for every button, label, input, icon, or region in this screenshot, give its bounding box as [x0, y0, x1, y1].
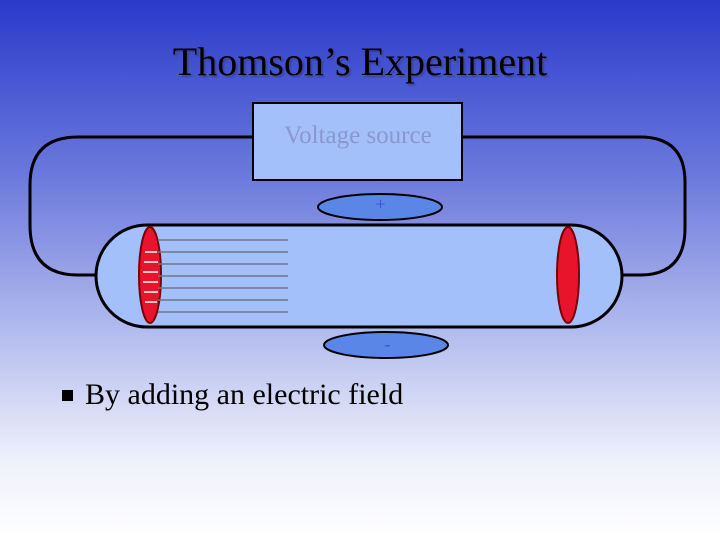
negative-plate-label: - [384, 334, 391, 354]
cathode-electrode [138, 226, 162, 324]
voltage-source-box [252, 102, 463, 181]
slide-title: Thomson’s Experiment [172, 39, 548, 84]
cathode-ray-tube [94, 223, 624, 329]
positive-plate-label: + [375, 194, 386, 214]
left-circuit-wire [28, 135, 253, 277]
bullet-item: By adding an electric field [62, 378, 403, 412]
anode-electrode [556, 226, 580, 324]
cathode-ray-beam [158, 239, 288, 313]
square-bullet-icon [62, 389, 73, 401]
bullet-text: By adding an electric field [85, 378, 404, 411]
voltage-source-label: Voltage source [284, 122, 432, 149]
right-circuit-wire [462, 135, 687, 277]
negative-plate [323, 331, 449, 359]
positive-plate [317, 193, 443, 221]
cathode-charge-marks [143, 251, 158, 303]
